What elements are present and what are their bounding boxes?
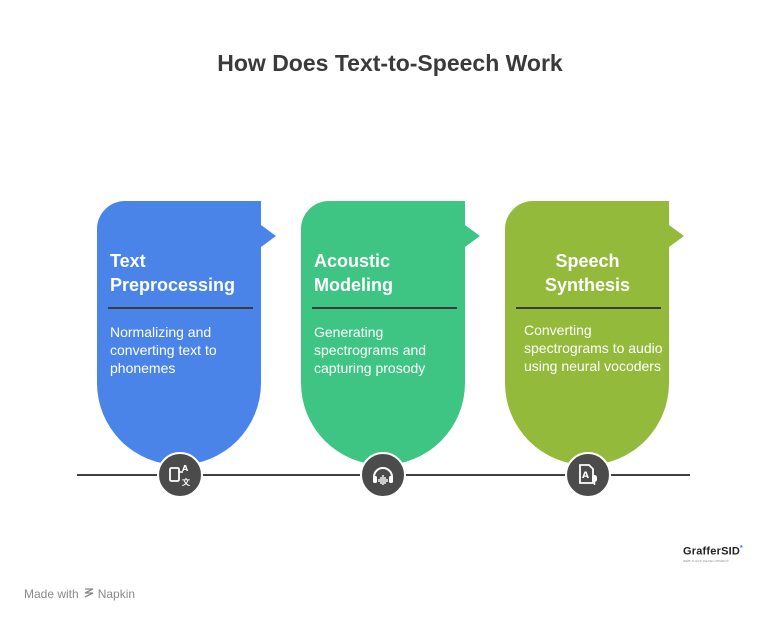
- headphones-icon: [360, 452, 406, 498]
- napkin-brand: Napkin: [97, 587, 136, 601]
- logo-tagline: WEB & APP DEVELOPMENT: [683, 558, 730, 563]
- step-description: Converting spectrograms to audio using n…: [524, 322, 663, 374]
- diagram-title: How Does Text-to-Speech Work: [217, 50, 563, 76]
- step-description: Generating spectrograms and capturing pr…: [314, 324, 427, 376]
- step-divider: [312, 307, 457, 309]
- step-divider: [108, 307, 253, 309]
- graffersid-logo: GrafferSID* WEB & APP DEVELOPMENT: [683, 545, 749, 565]
- napkin-icon: [84, 587, 94, 601]
- made-with-napkin-footer: Made with Napkin: [24, 587, 135, 601]
- step-card-text-preprocessing: Text Preprocessing Normalizing and conve…: [97, 201, 276, 465]
- step-title: Speech Synthesis: [544, 251, 631, 295]
- step-title: Text Preprocessing: [110, 251, 236, 295]
- svg-text:文: 文: [182, 477, 191, 487]
- svg-text:A: A: [582, 471, 589, 481]
- step-divider: [516, 307, 661, 309]
- step-card-acoustic-modeling: Acoustic Modeling Generating spectrogram…: [301, 201, 480, 465]
- svg-text:A: A: [182, 464, 189, 473]
- card-pointer: [261, 225, 276, 247]
- card-pointer: [669, 225, 684, 247]
- logo-name: GrafferSID: [683, 545, 741, 558]
- card-pointer: [465, 225, 480, 247]
- document-microphone-icon: A: [565, 452, 611, 498]
- step-card-speech-synthesis: Speech Synthesis Converting spectrograms…: [505, 201, 684, 465]
- made-with-label: Made with: [24, 587, 79, 601]
- step-title: Acoustic Modeling: [314, 251, 393, 295]
- text-translate-icon: A 文: [157, 452, 203, 498]
- step-description: Normalizing and converting text to phone…: [110, 324, 217, 376]
